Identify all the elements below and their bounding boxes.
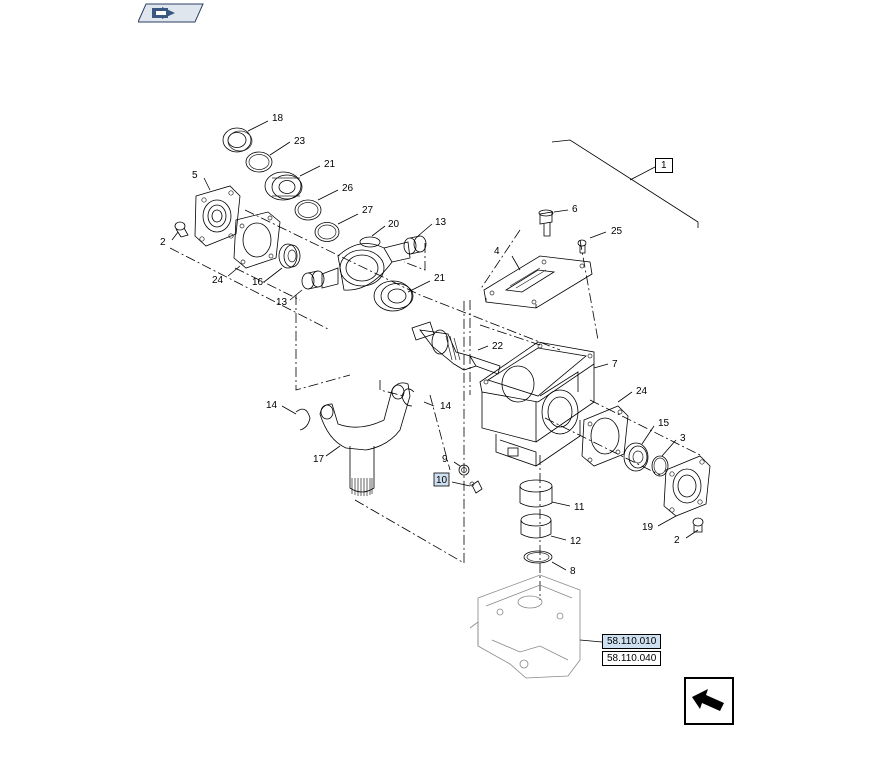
part-16-bearing [278,243,301,269]
callout-24-right: 24 [636,386,648,397]
part-19-flange-cover [663,455,711,517]
callout-17: 17 [313,454,325,465]
part-25-screw [577,239,587,254]
part-6-breather [538,209,554,237]
part-13-bushing-right [403,235,427,255]
reference-carrier-outline [469,574,581,679]
callout-12: 12 [570,536,582,547]
part-14-snap-ring-right [401,388,415,407]
callout-10-highlight[interactable] [433,472,450,487]
part-27-ring [314,222,340,242]
callout-7: 7 [612,359,618,370]
part-17-yoke-shaft [319,382,411,496]
callout-13-right: 13 [435,217,447,228]
assembly-leader [629,166,656,181]
part-10-grease-fitting [469,480,483,494]
part-7-gearbox-housing [479,341,595,467]
callout-8: 8 [570,566,576,577]
part-3-oring [651,455,669,477]
part-18-nut [222,127,253,153]
part-24-gasket-right [581,405,629,467]
part-4-cover-plate [483,255,593,309]
part-12-bushing [520,513,552,539]
part-14-snap-ring-left [295,408,311,431]
reference-link-58-110-010[interactable]: 58.110.010 [602,634,662,649]
callout-9: 9 [442,454,448,465]
callout-21-lower: 21 [434,273,446,284]
part-15-seal [623,442,649,472]
callout-26: 26 [342,183,354,194]
callout-24-left: 24 [212,275,224,286]
part-20-cross-housing [321,236,411,291]
part-5-flange-cover [194,185,241,247]
callout-4: 4 [494,246,500,257]
callout-23: 23 [294,136,306,147]
callout-13-left: 13 [276,297,288,308]
callout-3: 3 [680,433,686,444]
callout-22: 22 [492,341,504,352]
callout-19: 19 [642,522,654,533]
callout-5: 5 [192,170,198,181]
part-9-plug [458,464,470,476]
callout-labels: 18 23 21 5 26 27 20 13 2 24 16 21 13 6 2… [160,113,686,577]
part-8-ring [523,550,553,564]
part-26-ring [294,199,322,221]
part-21-bearing-lower [373,280,414,312]
part-2-screw-left [174,221,189,238]
callout-2-left: 2 [160,237,166,248]
callout-18: 18 [272,113,284,124]
next-page-arrow-icon[interactable] [684,677,734,730]
leader-lines [171,120,699,643]
callout-16: 16 [252,277,264,288]
callout-21-upper: 21 [324,159,336,170]
callout-10: 10 [436,475,448,486]
part-13-bushing-left [301,270,325,290]
part-22-pinion-shaft [411,321,501,375]
callout-15: 15 [658,418,670,429]
callout-2-right: 2 [674,535,680,546]
part-23-ring [245,151,273,173]
part-2-screw-right [692,517,704,533]
callout-27: 27 [362,205,374,216]
callout-14-right: 14 [440,401,452,412]
reference-link-58-110-040[interactable]: 58.110.040 [602,651,662,666]
callout-14-left: 14 [266,400,278,411]
navigate-back-icon[interactable] [137,3,204,28]
callout-6: 6 [572,204,578,215]
part-21-bearing-upper [264,171,303,201]
callout-25: 25 [611,226,623,237]
alignment-lines [169,209,701,600]
assembly-bracket-line [551,139,699,228]
callout-11: 11 [574,502,585,513]
callout-20: 20 [388,219,400,230]
assembly-callout-box[interactable]: 1 [655,158,673,173]
part-24-gasket-left [233,211,281,269]
part-11-bushing [519,479,553,508]
